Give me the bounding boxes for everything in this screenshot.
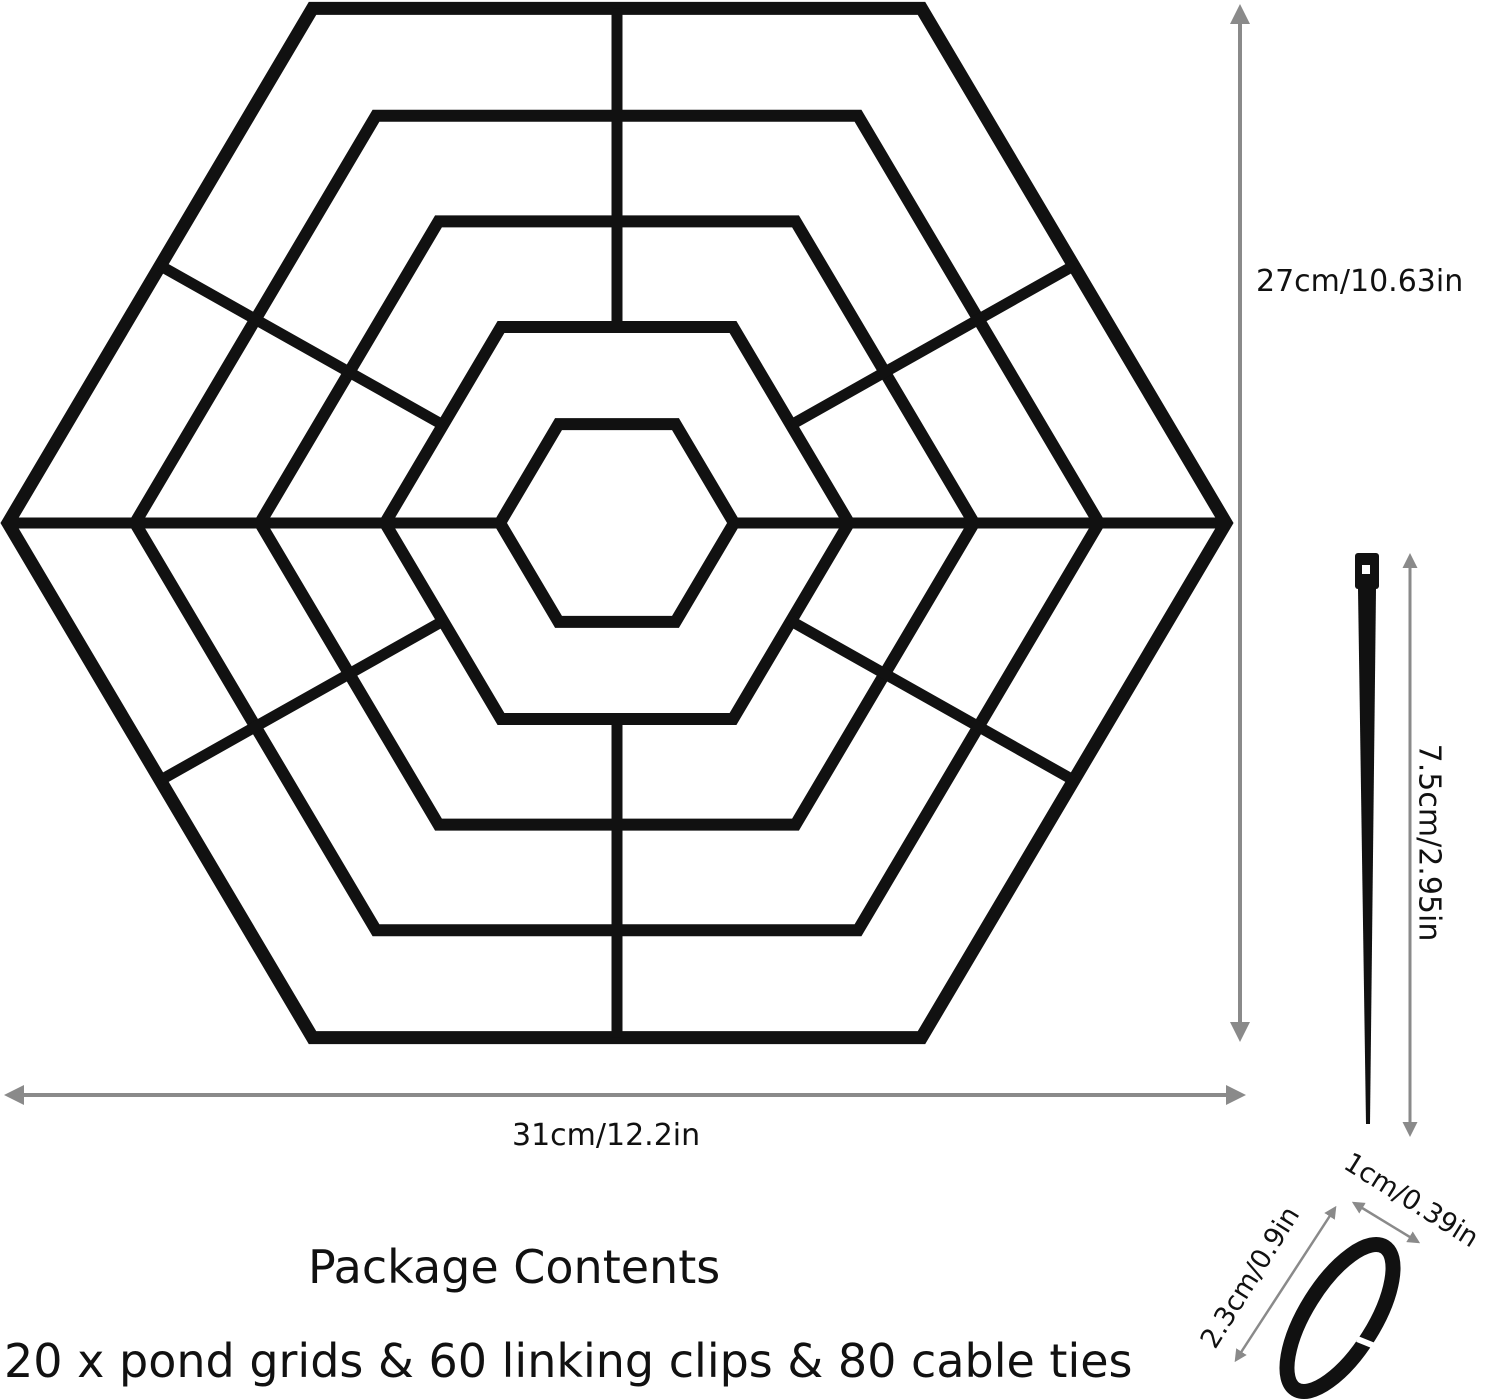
cable-tie: [1355, 553, 1379, 1124]
grid-spoke: [157, 616, 446, 786]
grid-spoke: [788, 260, 1077, 430]
grid-spoke: [788, 616, 1077, 786]
package-title: Package Contents: [308, 1240, 721, 1294]
width-label: 31cm/12.2in: [512, 1118, 701, 1153]
height-label: 27cm/10.63in: [1256, 264, 1464, 299]
package-contents: 20 x pond grids & 60 linking clips & 80 …: [4, 1334, 1133, 1388]
clip-width-arrow: [1351, 1201, 1421, 1244]
linking-clip: [1279, 1237, 1401, 1399]
clip-length-arrow: [1234, 1205, 1337, 1363]
grid-spoke: [157, 260, 446, 430]
cable-tie-length-label: 7.5cm/2.95in: [1411, 743, 1447, 942]
